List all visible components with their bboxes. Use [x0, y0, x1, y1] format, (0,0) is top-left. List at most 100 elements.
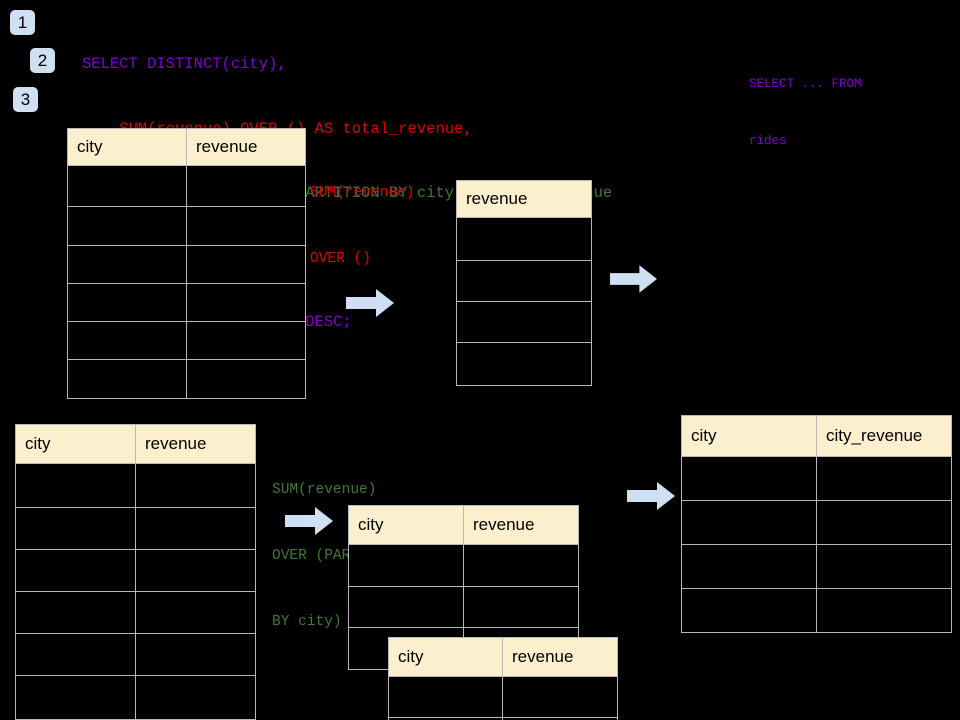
rides-source-table-top: city revenue	[67, 128, 306, 399]
side-note-select-from-rides: SELECT ... FROM rides	[749, 37, 862, 189]
column-header-city: city	[348, 505, 464, 545]
table-row	[67, 283, 306, 322]
column-header-revenue: revenue	[502, 637, 618, 677]
cell-city-revenue	[816, 588, 952, 633]
cell-revenue	[456, 301, 592, 343]
table-row	[15, 633, 256, 676]
column-header-city: city	[388, 637, 503, 677]
table-row	[67, 359, 306, 399]
cell-city	[15, 675, 136, 720]
cell-revenue	[135, 591, 256, 634]
arrow-rides-to-partition	[285, 507, 333, 535]
table-row	[67, 245, 306, 284]
cell-city	[681, 544, 817, 589]
cell-revenue	[186, 245, 306, 284]
cell-city-revenue	[816, 544, 952, 589]
column-header-city: city	[681, 415, 817, 457]
arrow-partition-to-result	[627, 482, 675, 510]
table-row	[681, 500, 952, 545]
table-row	[681, 588, 952, 633]
table-row	[456, 301, 592, 343]
cell-revenue	[135, 463, 256, 508]
table-row	[15, 675, 256, 720]
cell-city	[67, 245, 187, 284]
cell-city	[15, 633, 136, 676]
table-header-row: city revenue	[67, 128, 306, 166]
column-header-city-revenue: city_revenue	[816, 415, 952, 457]
cell-city	[15, 549, 136, 592]
step-badge-2: 2	[30, 48, 55, 73]
table-row	[67, 206, 306, 246]
cell-city-revenue	[816, 456, 952, 501]
arrow-total-revenue-to-result	[610, 265, 657, 293]
cell-city	[15, 507, 136, 550]
cell-city	[388, 676, 503, 718]
annotation-total-revenue-line-2: OVER ()	[310, 251, 371, 267]
cell-revenue	[456, 260, 592, 302]
side-note-line-2: rides	[749, 134, 787, 148]
table-header-row: city revenue	[15, 424, 256, 464]
cell-revenue	[186, 321, 306, 360]
cell-city	[67, 359, 187, 399]
rides-source-table-bottom: city revenue	[15, 424, 256, 720]
cell-revenue	[135, 549, 256, 592]
cell-city	[348, 544, 464, 587]
cell-city	[681, 456, 817, 501]
cell-revenue	[456, 342, 592, 386]
cell-city	[681, 500, 817, 545]
cell-city-revenue	[816, 500, 952, 545]
cell-city	[348, 586, 464, 628]
cell-revenue	[135, 507, 256, 550]
step-badge-3: 3	[13, 87, 38, 112]
cell-city	[15, 591, 136, 634]
table-header-row: city revenue	[388, 637, 618, 677]
column-header-city: city	[67, 128, 187, 166]
cell-city	[67, 165, 187, 207]
cell-revenue	[186, 283, 306, 322]
annotation-city-revenue-line-1: SUM(revenue)	[272, 482, 377, 498]
cell-revenue	[186, 359, 306, 399]
cell-revenue	[186, 165, 306, 207]
cell-city	[15, 463, 136, 508]
table-row	[456, 217, 592, 261]
table-header-row: revenue	[456, 180, 592, 218]
step-badge-1: 1	[10, 10, 35, 35]
annotation-total-revenue-line-1: SUM(revenue)	[310, 185, 415, 201]
table-row	[67, 321, 306, 360]
table-row	[67, 165, 306, 207]
cell-city	[67, 321, 187, 360]
table-row	[15, 463, 256, 508]
sql-line-select: SELECT DISTINCT(city),	[82, 55, 287, 73]
column-header-revenue: revenue	[463, 505, 579, 545]
table-row	[681, 544, 952, 589]
column-header-revenue: revenue	[135, 424, 256, 464]
cell-revenue	[463, 544, 579, 587]
cell-city	[67, 283, 187, 322]
column-header-revenue: revenue	[456, 180, 592, 218]
side-note-line-1: SELECT ... FROM	[749, 77, 862, 91]
final-result-table: city city_revenue	[681, 415, 952, 633]
table-row	[15, 507, 256, 550]
cell-city	[681, 588, 817, 633]
annotation-city-revenue-line-3: BY city)	[272, 614, 342, 630]
arrow-rides-to-total-revenue	[346, 289, 394, 317]
table-row	[681, 456, 952, 501]
cell-revenue	[463, 586, 579, 628]
table-row	[456, 342, 592, 386]
partition-group-table-front: city revenue	[388, 637, 618, 720]
table-row	[15, 591, 256, 634]
cell-city	[67, 206, 187, 246]
table-row	[348, 586, 579, 628]
table-row	[456, 260, 592, 302]
cell-revenue	[135, 675, 256, 720]
table-row	[15, 549, 256, 592]
table-row	[388, 717, 618, 720]
table-row	[348, 544, 579, 587]
column-header-revenue: revenue	[186, 128, 306, 166]
total-revenue-table: revenue	[456, 180, 592, 386]
column-header-city: city	[15, 424, 136, 464]
annotation-total-revenue: SUM(revenue) OVER ()	[310, 138, 414, 314]
cell-revenue	[502, 717, 618, 720]
table-header-row: city city_revenue	[681, 415, 952, 457]
